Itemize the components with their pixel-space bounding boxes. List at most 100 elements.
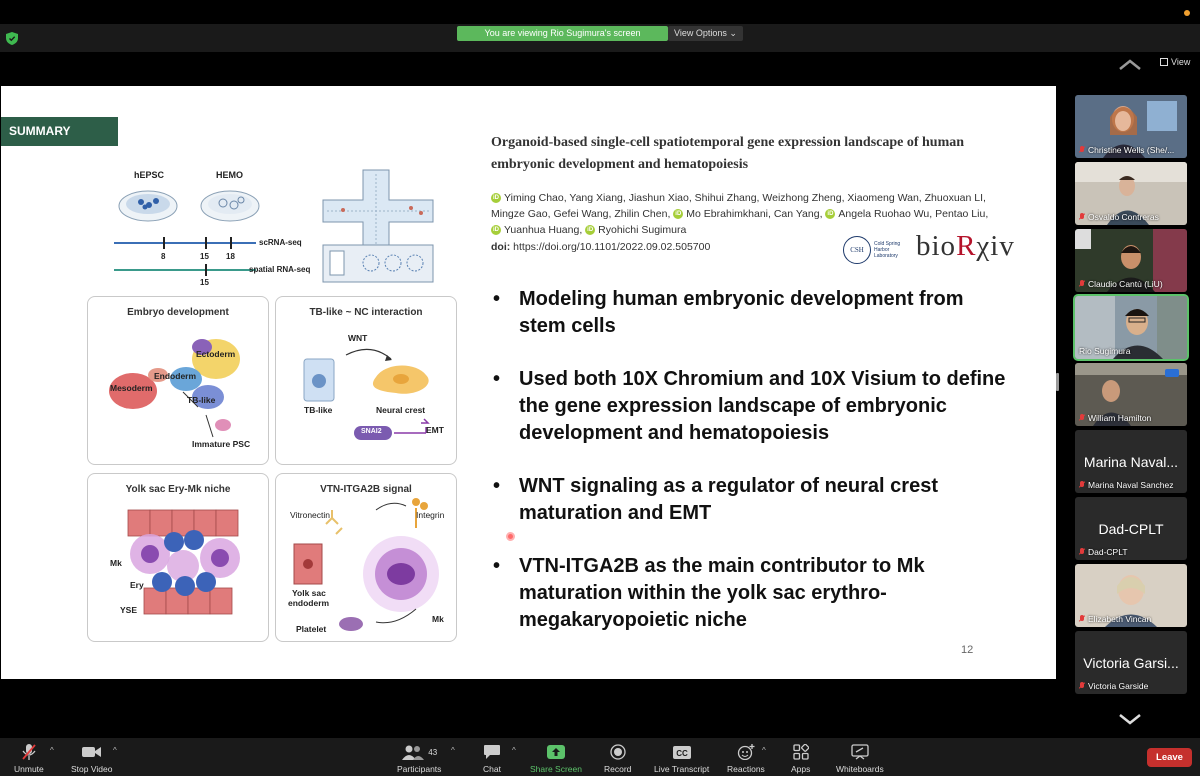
grid-view-icon [1160, 58, 1168, 66]
security-shield-icon[interactable] [6, 32, 18, 45]
participants-button[interactable]: 43 Participants [397, 742, 441, 774]
panel-vtn-itga2b: VTN-ITGA2B signal Vitronectin Integrin Y… [275, 473, 457, 642]
wnt-label: WNT [348, 333, 368, 343]
chevron-down-icon[interactable] [1118, 712, 1142, 726]
tb-like-label: TB-like [187, 395, 216, 405]
tick-18: 18 [226, 252, 235, 261]
resize-handle[interactable] [1056, 373, 1059, 391]
participants-options-caret[interactable]: ^ [451, 746, 455, 755]
tb-like-label-2: TB-like [304, 405, 333, 415]
participant-tile[interactable]: William Hamilton [1075, 363, 1187, 426]
yse-label: YSE [120, 605, 138, 615]
meeting-toolbar [0, 738, 1200, 776]
chat-options-caret[interactable]: ^ [512, 746, 516, 755]
whiteboards-button[interactable]: Whiteboards [836, 742, 884, 774]
panel-tb-nc-interaction: TB-like ~ NC interaction WNT TB-like Neu… [275, 296, 457, 465]
stop-video-button[interactable]: Stop Video [71, 742, 112, 774]
orcid-icon: iD [491, 225, 501, 236]
live-transcript-button[interactable]: CC Live Transcript [654, 742, 709, 774]
tick-15: 15 [200, 252, 209, 261]
chevron-up-icon[interactable] [1118, 58, 1142, 72]
panel-title: Embryo development [127, 307, 229, 318]
svg-text:CC: CC [676, 749, 688, 758]
ectoderm-label: Ectoderm [196, 349, 236, 359]
apps-button[interactable]: Apps [791, 742, 810, 774]
record-icon [610, 744, 626, 760]
participant-video [1075, 296, 1187, 359]
participant-tile-active-speaker[interactable]: Rio Sugimura [1073, 294, 1189, 361]
umap-plot [109, 339, 240, 438]
chat-bubble-icon [484, 745, 500, 759]
summary-figure [114, 169, 434, 283]
viewing-screen-banner: You are viewing Rio Sugimura's screen [457, 26, 668, 41]
video-options-caret[interactable]: ^ [113, 746, 117, 755]
page-number: 12 [961, 644, 974, 656]
reactions-button[interactable]: Reactions [727, 742, 765, 774]
participant-tile[interactable]: Victoria Garsi... Victoria Garside [1075, 631, 1187, 694]
participant-tile[interactable]: Elizabeth Vincan [1075, 564, 1187, 627]
muted-mic-icon [1079, 481, 1085, 489]
immature-psc-label: Immature PSC [192, 439, 251, 449]
chat-button[interactable]: Chat [483, 742, 501, 774]
orcid-icon: iD [585, 225, 596, 236]
participant-video [1075, 564, 1187, 627]
share-screen-icon [546, 745, 565, 759]
mesoderm-label: Mesoderm [110, 383, 153, 393]
hepsc-label: hEPSC [134, 170, 165, 180]
signal-diagram [293, 498, 439, 631]
spatial-rna-seq-label: spatial RNA-seq [249, 265, 311, 274]
view-button[interactable]: View [1160, 57, 1190, 67]
participant-tile[interactable]: Osvaldo Contreras [1075, 162, 1187, 225]
participant-tile[interactable]: Claudio Cantù (LiU) [1075, 229, 1187, 292]
leave-meeting-button[interactable]: Leave [1147, 748, 1192, 767]
mk-label-2: Mk [432, 614, 444, 624]
summary-tag: SUMMARY [1, 117, 118, 146]
share-screen-button[interactable]: Share Screen [530, 742, 582, 774]
muted-mic-icon [1079, 280, 1085, 288]
apps-grid-icon [793, 744, 809, 760]
participant-video [1075, 363, 1187, 426]
muted-mic-icon [1079, 213, 1085, 221]
muted-mic-icon [1079, 548, 1085, 556]
bullet-item: •Modeling human embryonic development fr… [493, 288, 964, 337]
reactions-options-caret[interactable]: ^ [762, 746, 766, 755]
video-camera-icon [81, 747, 101, 757]
yolk-sac-endoderm-label-1: Yolk sac [292, 588, 326, 598]
panel-embryo-development: Embryo development Ectoderm Endoderm Mes… [87, 296, 269, 465]
hemo-label: HEMO [216, 170, 243, 180]
shared-slide: SUMMARY hEPSC HEMO scRNA-seq spatial RNA… [1, 86, 1056, 679]
panel-title: Yolk sac Ery-Mk niche [125, 484, 231, 495]
bullet-item: •Used both 10X Chromium and 10X Visium t… [493, 368, 1006, 444]
niche-diagram [127, 509, 240, 615]
participant-tile[interactable]: Marina Naval... Marina Naval Sanchez [1075, 430, 1187, 493]
reactions-emoji-icon [737, 744, 755, 760]
doi-line: doi: https://doi.org/10.1101/2022.09.02.… [491, 241, 711, 253]
biorxiv-logo: bioRχiv [916, 230, 1015, 262]
ery-label: Ery [130, 580, 144, 590]
participant-tile[interactable]: Christine Wells (She/... [1075, 95, 1187, 158]
tick-8: 8 [161, 252, 166, 261]
endoderm-label: Endoderm [154, 371, 197, 381]
audio-options-caret[interactable]: ^ [50, 746, 54, 755]
scrna-seq-label: scRNA-seq [259, 238, 302, 247]
panel-title: TB-like ~ NC interaction [309, 307, 423, 318]
view-options-dropdown[interactable]: View Options ⌄ [668, 26, 743, 41]
mac-menubar [0, 0, 1200, 24]
integrin-label: Integrin [416, 510, 445, 520]
bullet-item: •VTN-ITGA2B as the main contributor to M… [493, 555, 925, 631]
muted-mic-icon [1079, 414, 1085, 422]
participant-tile[interactable]: Dad-CPLT Dad-CPLT [1075, 497, 1187, 560]
muted-mic-icon [1079, 682, 1085, 690]
orcid-icon: iD [825, 209, 836, 220]
platelet-label: Platelet [296, 624, 327, 634]
unmute-button[interactable]: Unmute [14, 742, 44, 774]
participant-video [1075, 229, 1187, 292]
muted-microphone-icon [22, 744, 36, 760]
whiteboard-icon [851, 744, 869, 760]
yolk-sac-endoderm-label-2: endoderm [288, 598, 330, 608]
record-button[interactable]: Record [604, 742, 631, 774]
remote-pointer [506, 532, 515, 541]
tick-15-spatial: 15 [200, 278, 209, 287]
bullet-item: •WNT signaling as a regulator of neural … [493, 475, 938, 524]
muted-mic-icon [1079, 615, 1085, 623]
